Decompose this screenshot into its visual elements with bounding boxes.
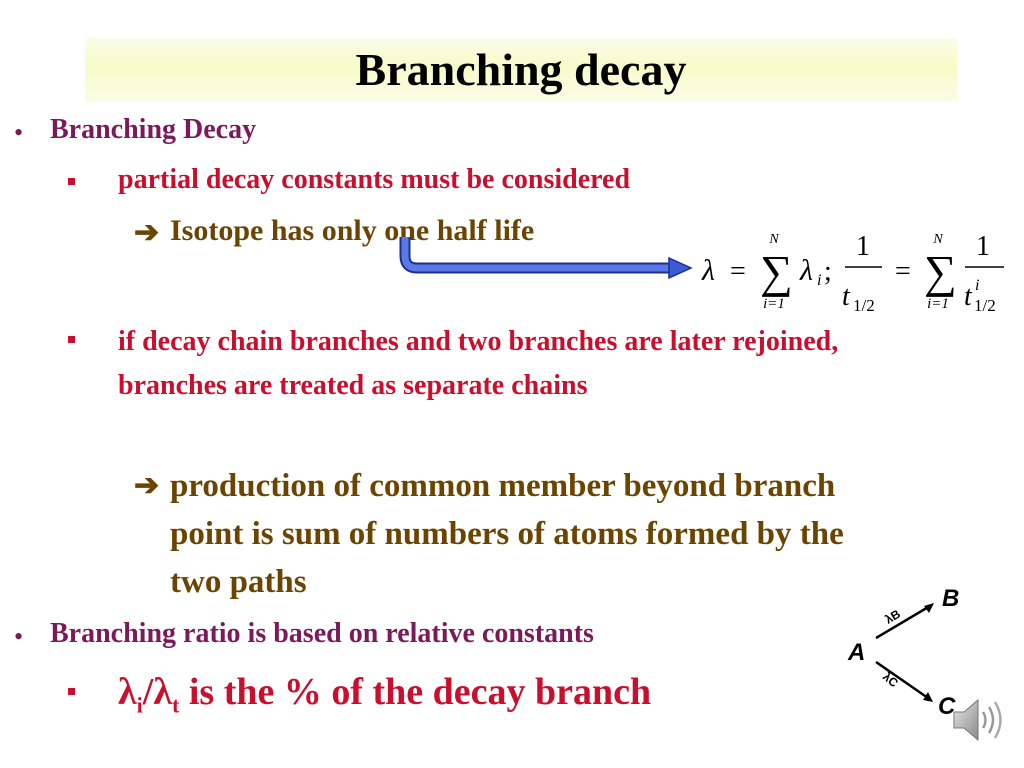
arrow-item-one-half-life: Isotope has only one half life xyxy=(170,214,535,247)
svg-text:λ: λ xyxy=(799,254,813,287)
branch-percent-text: is the % of the decay branch xyxy=(179,671,652,713)
sub-bullet-decay-chain: if decay chain branches and two branches… xyxy=(118,326,839,401)
lambda-ratio-symbol: λi/λt xyxy=(118,671,180,718)
half-life-equation: λ = N ∑ i=1 λ i ; 1 t 1/2 = N ∑ i=1 1 t … xyxy=(701,231,1004,315)
square-bullet-icon xyxy=(68,178,75,185)
slide-title: Branching decay xyxy=(355,44,687,95)
sum-upper-n-2: N xyxy=(932,232,943,247)
node-b: B xyxy=(942,585,959,612)
connector-arrow xyxy=(399,237,693,280)
square-bullet-icon-3 xyxy=(68,688,75,695)
svg-text:t: t xyxy=(964,281,973,312)
svg-text:;: ; xyxy=(824,256,832,287)
bullet-branching-ratio: Branching ratio is based on relative con… xyxy=(50,618,594,649)
bullet-dot-icon: • xyxy=(14,118,24,147)
square-bullet-icon-2 xyxy=(68,336,75,343)
t-half-a: 1/2 xyxy=(853,296,875,315)
sub-bullet-partial-constants: partial decay constants must be consider… xyxy=(118,164,631,195)
bullet-dot-icon-2: • xyxy=(14,622,24,651)
svg-text:=: = xyxy=(895,256,911,287)
label-lambda-b: λB xyxy=(883,607,904,627)
label-lambda-c: λC xyxy=(880,670,901,691)
svg-text:i: i xyxy=(817,272,821,289)
t-half-b: 1/2 xyxy=(974,296,996,315)
right-arrow-icon: ➔ xyxy=(134,216,160,249)
svg-text:=: = xyxy=(730,256,746,287)
node-a: A xyxy=(847,639,865,666)
node-c: C xyxy=(938,693,956,720)
fraction-one-b: 1 xyxy=(976,231,990,262)
title-band xyxy=(85,38,957,102)
svg-text:λ: λ xyxy=(701,254,715,287)
sum-upper-n: N xyxy=(768,232,779,247)
speaker-icon[interactable] xyxy=(950,692,1010,748)
svg-text:t: t xyxy=(842,281,851,312)
sub-bullet-branch-percent: λi/λt is the % of the decay branch xyxy=(118,670,651,719)
arrow-item-common-member: production of common member beyond branc… xyxy=(170,468,844,600)
branching-diagram: A B C λB λC xyxy=(847,585,959,720)
svg-text:∑: ∑ xyxy=(760,246,793,297)
svg-text:∑: ∑ xyxy=(924,246,957,297)
t-superscript-i: i xyxy=(975,277,979,294)
sum-lower: i=1 xyxy=(763,296,785,312)
sum-lower-2: i=1 xyxy=(927,296,949,312)
right-arrow-icon-2: ➔ xyxy=(134,469,160,502)
bullet-branching-decay: Branching Decay xyxy=(50,114,257,145)
fraction-one-a: 1 xyxy=(856,231,870,262)
